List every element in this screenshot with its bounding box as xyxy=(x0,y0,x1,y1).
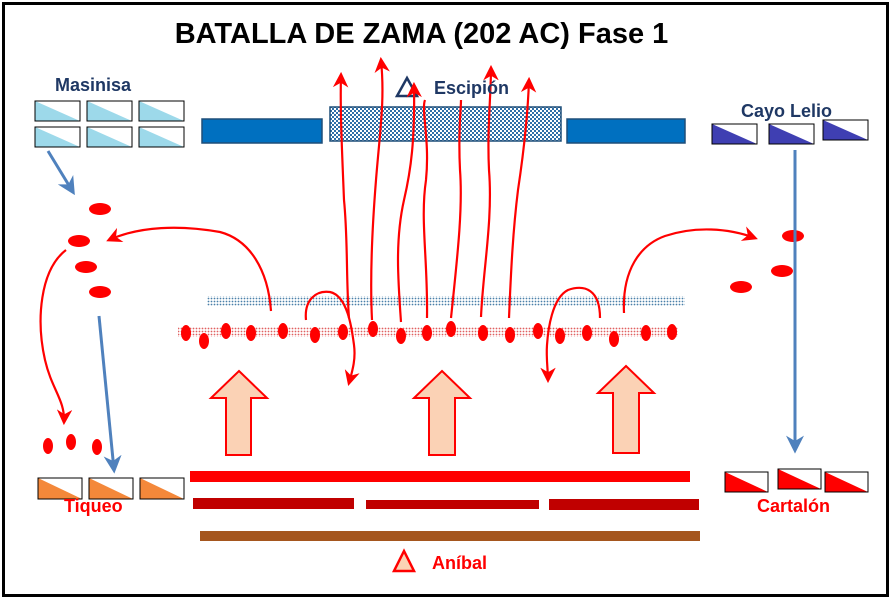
cavalry-unit xyxy=(822,119,869,141)
cavalry-unit xyxy=(86,126,133,148)
right-flank-units xyxy=(730,230,804,293)
elephant xyxy=(396,328,406,344)
cavalry-unit xyxy=(824,471,869,493)
second-line-right xyxy=(549,499,699,510)
advance-arrow-center xyxy=(411,369,473,456)
cavalry-unit xyxy=(139,477,185,500)
cavalry-unit xyxy=(88,477,134,500)
cavalry-marker xyxy=(771,265,793,277)
roman-velites-line xyxy=(207,296,685,306)
left-flank-units xyxy=(43,203,111,455)
masinisa-move-arrow xyxy=(46,150,75,196)
cavalry-unit xyxy=(138,100,185,122)
elephant xyxy=(221,323,231,339)
elephant-arrow xyxy=(479,64,499,318)
elephant xyxy=(609,331,619,347)
elephant xyxy=(667,324,677,340)
second-line-center xyxy=(366,500,539,509)
elephant-movement-arrows xyxy=(39,56,758,426)
diagram-title: BATALLA DE ZAMA (202 AC) Fase 1 xyxy=(174,18,669,50)
elephant-arrow xyxy=(540,286,602,384)
cavalry-marker xyxy=(89,286,111,298)
cavalry-unit xyxy=(711,123,758,145)
cavalry-unit xyxy=(86,100,133,122)
cavalry-marker xyxy=(68,235,90,247)
elephant-arrow xyxy=(449,99,463,319)
elephant xyxy=(555,328,565,344)
elephant-arrow xyxy=(507,76,537,319)
elephant xyxy=(278,323,288,339)
cavalry-marker xyxy=(92,439,102,455)
elephant-arrow xyxy=(304,290,360,386)
elephant-arrow xyxy=(422,99,429,319)
cavalry-unit xyxy=(34,126,81,148)
first-line-mercenaries xyxy=(190,471,690,482)
advance-arrow-left xyxy=(208,369,270,456)
cavalry-unit xyxy=(138,126,185,148)
elephant xyxy=(505,327,515,343)
elephant-arrow xyxy=(370,56,390,321)
masinisa-pursuit-arrow xyxy=(97,315,122,474)
tiqueo-label: Tiqueo xyxy=(64,496,123,516)
cavalry-marker xyxy=(782,230,804,242)
elephant xyxy=(446,321,456,337)
second-line-left xyxy=(193,498,354,509)
carthaginian-lines xyxy=(190,471,700,541)
anibal-label: Aníbal xyxy=(432,553,488,573)
cavalry-unit xyxy=(777,468,822,490)
cavalry-unit xyxy=(768,123,815,145)
cavalry-unit xyxy=(37,477,83,500)
tiqueo-cavalry xyxy=(37,477,185,500)
lelio-cavalry xyxy=(711,119,869,145)
anibal-commander-triangle xyxy=(391,548,417,573)
elephant xyxy=(478,325,488,341)
roman-infantry-left-block xyxy=(201,118,323,144)
cavalry-unit xyxy=(34,100,81,122)
advance-arrow-right xyxy=(595,364,657,454)
cartalon-cavalry xyxy=(724,468,869,493)
escipion-label: Escipión xyxy=(434,78,510,98)
roman-infantry-right-block xyxy=(566,118,686,144)
cavalry-marker xyxy=(89,203,111,215)
elephant-arrow xyxy=(106,226,273,312)
roman-infantry-line xyxy=(201,106,686,144)
elephant-arrow xyxy=(622,226,758,314)
elephant xyxy=(181,325,191,341)
cavalry-marker xyxy=(75,261,97,273)
elephant xyxy=(641,325,651,341)
roman-cavalry-movement xyxy=(46,150,804,474)
elephant xyxy=(338,324,348,340)
masinisa-label: Masinisa xyxy=(55,75,132,95)
elephant xyxy=(582,325,592,341)
veterans-line xyxy=(200,531,700,541)
lelio-label: Cayo Lelio xyxy=(741,101,833,121)
cavalry-flank-arrow xyxy=(39,249,73,426)
advance-arrows xyxy=(208,364,657,456)
elephant xyxy=(368,321,378,337)
elephant xyxy=(310,327,320,343)
elephant xyxy=(246,325,256,341)
cavalry-marker xyxy=(66,434,76,450)
elephant xyxy=(533,323,543,339)
elephant xyxy=(422,325,432,341)
cartalon-label: Cartalón xyxy=(757,496,831,516)
elephant-arrow xyxy=(396,81,422,323)
roman-infantry-center-block xyxy=(329,106,562,142)
masinisa-cavalry xyxy=(34,100,185,148)
cavalry-marker xyxy=(43,438,53,454)
cavalry-unit xyxy=(724,471,769,493)
elephant xyxy=(199,333,209,349)
elephants-row xyxy=(181,321,677,349)
cavalry-marker xyxy=(730,281,752,293)
elephant-arrow xyxy=(332,71,351,319)
